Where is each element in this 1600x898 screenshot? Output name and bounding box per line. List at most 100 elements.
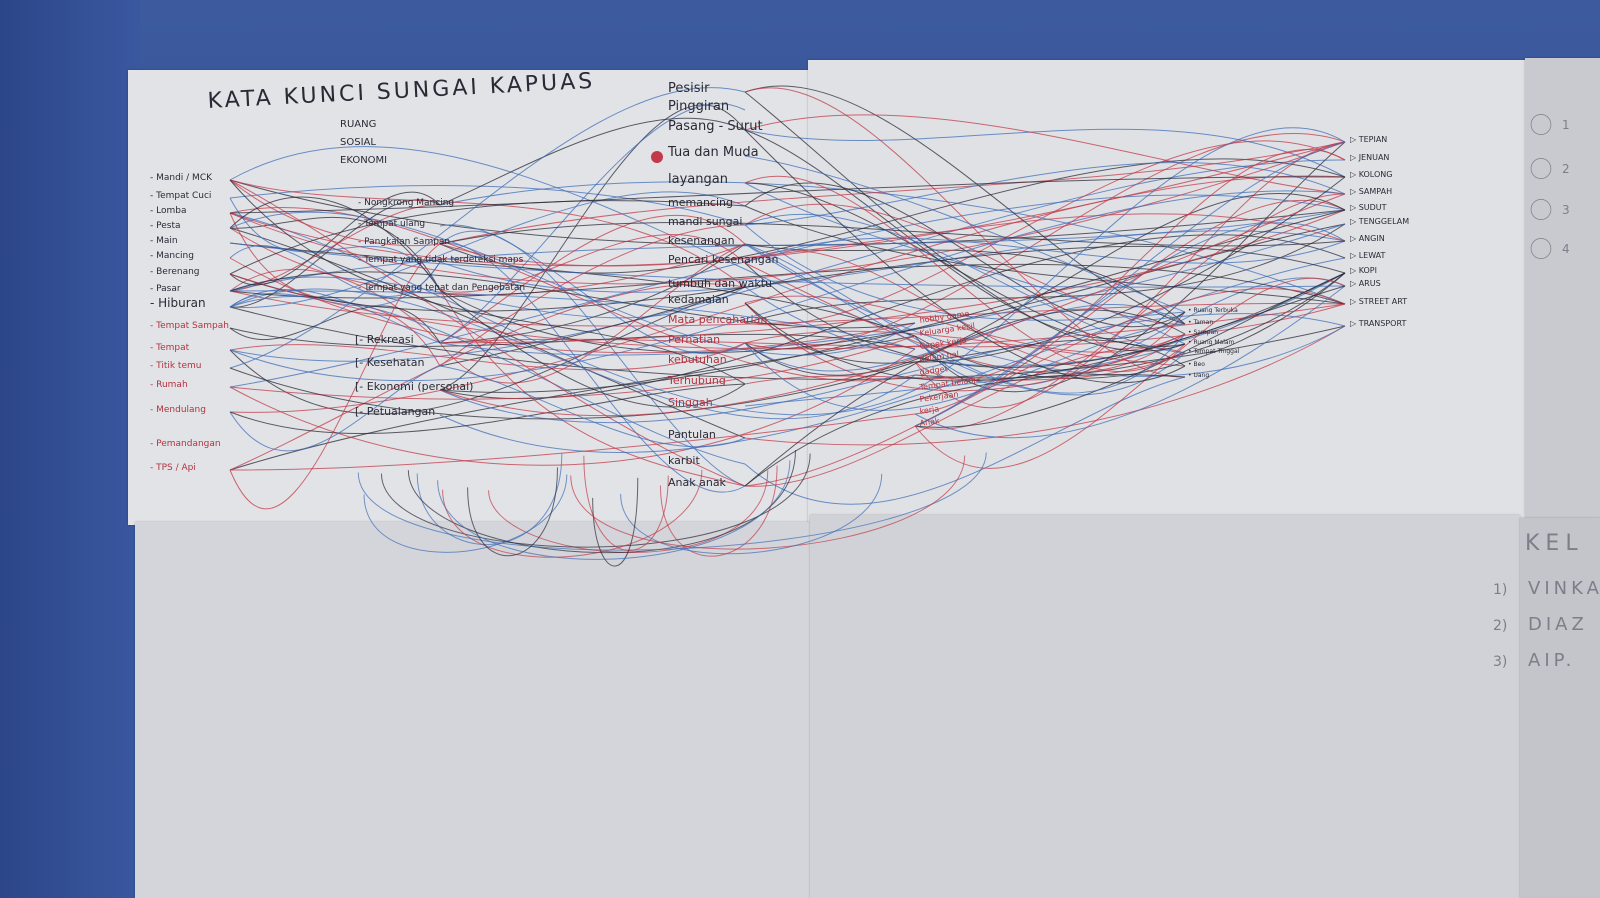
right-keyword: ▷ TRANSPORT [1350, 319, 1406, 328]
center-keyword: kedamaian [668, 293, 729, 306]
edge-number: 1 [1562, 118, 1570, 132]
connection-line [229, 179, 746, 487]
connection-line [914, 277, 1346, 469]
center-keyword: layangan [668, 172, 728, 187]
connection-line [744, 304, 1186, 372]
center-keyword: Anak anak [668, 476, 727, 489]
center-keyword: Perhatian [668, 333, 720, 346]
connection-line [229, 176, 1346, 214]
connection-line [659, 465, 778, 557]
center-keyword: Mata pencaharian [668, 313, 767, 326]
right-center-keyword: Anak [919, 416, 940, 428]
connection-curves [229, 85, 1346, 567]
middle-keyword: - Nongkrong Mancing [358, 198, 454, 208]
connection-line [744, 128, 1346, 178]
edge-number: 2 [1562, 162, 1570, 176]
connection-line [744, 374, 1186, 487]
connection-line [229, 200, 746, 275]
connection-line [914, 272, 1346, 428]
left-keyword: - Tempat Sampah [150, 321, 229, 331]
connection-line [439, 365, 746, 448]
connection-line [439, 286, 746, 367]
connection-line [744, 243, 1186, 394]
connection-line [914, 149, 1346, 380]
connection-line [229, 286, 746, 415]
connection-line [439, 289, 746, 408]
connection-line [744, 243, 1186, 396]
connection-line [229, 179, 746, 385]
connection-line [744, 87, 1186, 378]
center-keyword: Pinggiran [668, 99, 729, 114]
connection-line [439, 103, 746, 344]
subtitle-line: RUANG [340, 119, 376, 130]
connection-line [229, 190, 1346, 382]
center-keyword: kebutuhan [668, 353, 727, 366]
small-keyword: • Taman [1188, 319, 1213, 326]
connection-line [744, 162, 1346, 226]
connection-line [229, 87, 746, 369]
connection-line [229, 146, 916, 337]
connection-line [744, 243, 1346, 377]
right-keyword: ▷ SAMPAH [1350, 187, 1392, 196]
middle-keyword: - Tempat yang tidak terdeteksi maps [358, 255, 524, 265]
lower-right-number: 3) [1493, 654, 1507, 670]
connection-line [229, 141, 1346, 285]
connection-line [744, 85, 1186, 325]
category-keyword: [- Ekonomi (personal) [355, 380, 473, 393]
right-keyword: ▷ KOPI [1350, 266, 1377, 275]
connection-line [439, 117, 746, 206]
connection-line [914, 127, 1346, 391]
center-keyword: Terhubung [667, 374, 726, 387]
paper-sheet-right-edge-bottom [1520, 518, 1600, 898]
middle-keyword: - Tempat yang tepat dan Pengobatan [358, 283, 525, 293]
connection-line [229, 365, 441, 452]
connection-line [439, 214, 746, 344]
right-center-keyword: kerja [919, 404, 940, 416]
center-keyword: Pasang - Surut [668, 119, 763, 134]
lower-right-heading: KEL [1525, 531, 1584, 556]
connection-line [439, 213, 1346, 267]
small-keyword: • Beo [1188, 361, 1205, 368]
connection-line [744, 323, 1186, 411]
center-keyword: kesenangan [668, 234, 735, 247]
connection-line [439, 234, 746, 293]
connection-line [229, 348, 916, 466]
left-keyword: - Pasar [150, 284, 181, 294]
edge-number-circle: ⃝ [1530, 199, 1552, 221]
left-keyword: - Main [150, 236, 178, 246]
connection-line [229, 271, 916, 329]
left-keyword: - Lomba [150, 206, 186, 216]
connection-line [914, 222, 1346, 427]
paper-sheet-bottom-left [135, 522, 810, 898]
paper-sheet-top-right [808, 60, 1528, 525]
connection-line [439, 243, 746, 344]
lower-right-name: DIAZ [1528, 614, 1588, 635]
left-keyword: - Mancing [150, 251, 194, 261]
left-keyword: - Titik temu [150, 361, 201, 371]
connection-line [744, 129, 1186, 339]
subtitle-line: SOSIAL [340, 137, 376, 148]
category-keyword: [- Rekreasi [355, 333, 414, 346]
edge-number-circle: ⃝ [1530, 114, 1552, 136]
connection-line [620, 473, 883, 555]
middle-keyword: - Pangkalan Sampan [358, 237, 450, 247]
left-keyword: - Pesta [150, 221, 181, 231]
center-keyword: Pencari kesenangan [668, 253, 778, 266]
edge-number: 3 [1562, 203, 1570, 217]
red-dot-marker [651, 151, 663, 163]
subtitle-line: EKONOMI [340, 155, 387, 166]
center-keyword: Pantulan [668, 428, 716, 441]
page-title: KATA KUNCI SUNGAI KAPUAS [207, 69, 596, 114]
connection-line [363, 474, 568, 553]
connection-line [229, 191, 441, 286]
small-keyword: • Sampan [1188, 329, 1218, 336]
connection-line [744, 91, 1186, 352]
connection-line [229, 209, 1346, 292]
connection-line [439, 193, 1346, 417]
left-keyword: - Mandi / MCK [150, 173, 213, 183]
center-keyword: mandi sungai [668, 215, 742, 228]
connection-line [229, 342, 746, 371]
connection-line [229, 306, 1346, 380]
connection-line [439, 313, 1346, 424]
connection-line [744, 325, 1346, 446]
